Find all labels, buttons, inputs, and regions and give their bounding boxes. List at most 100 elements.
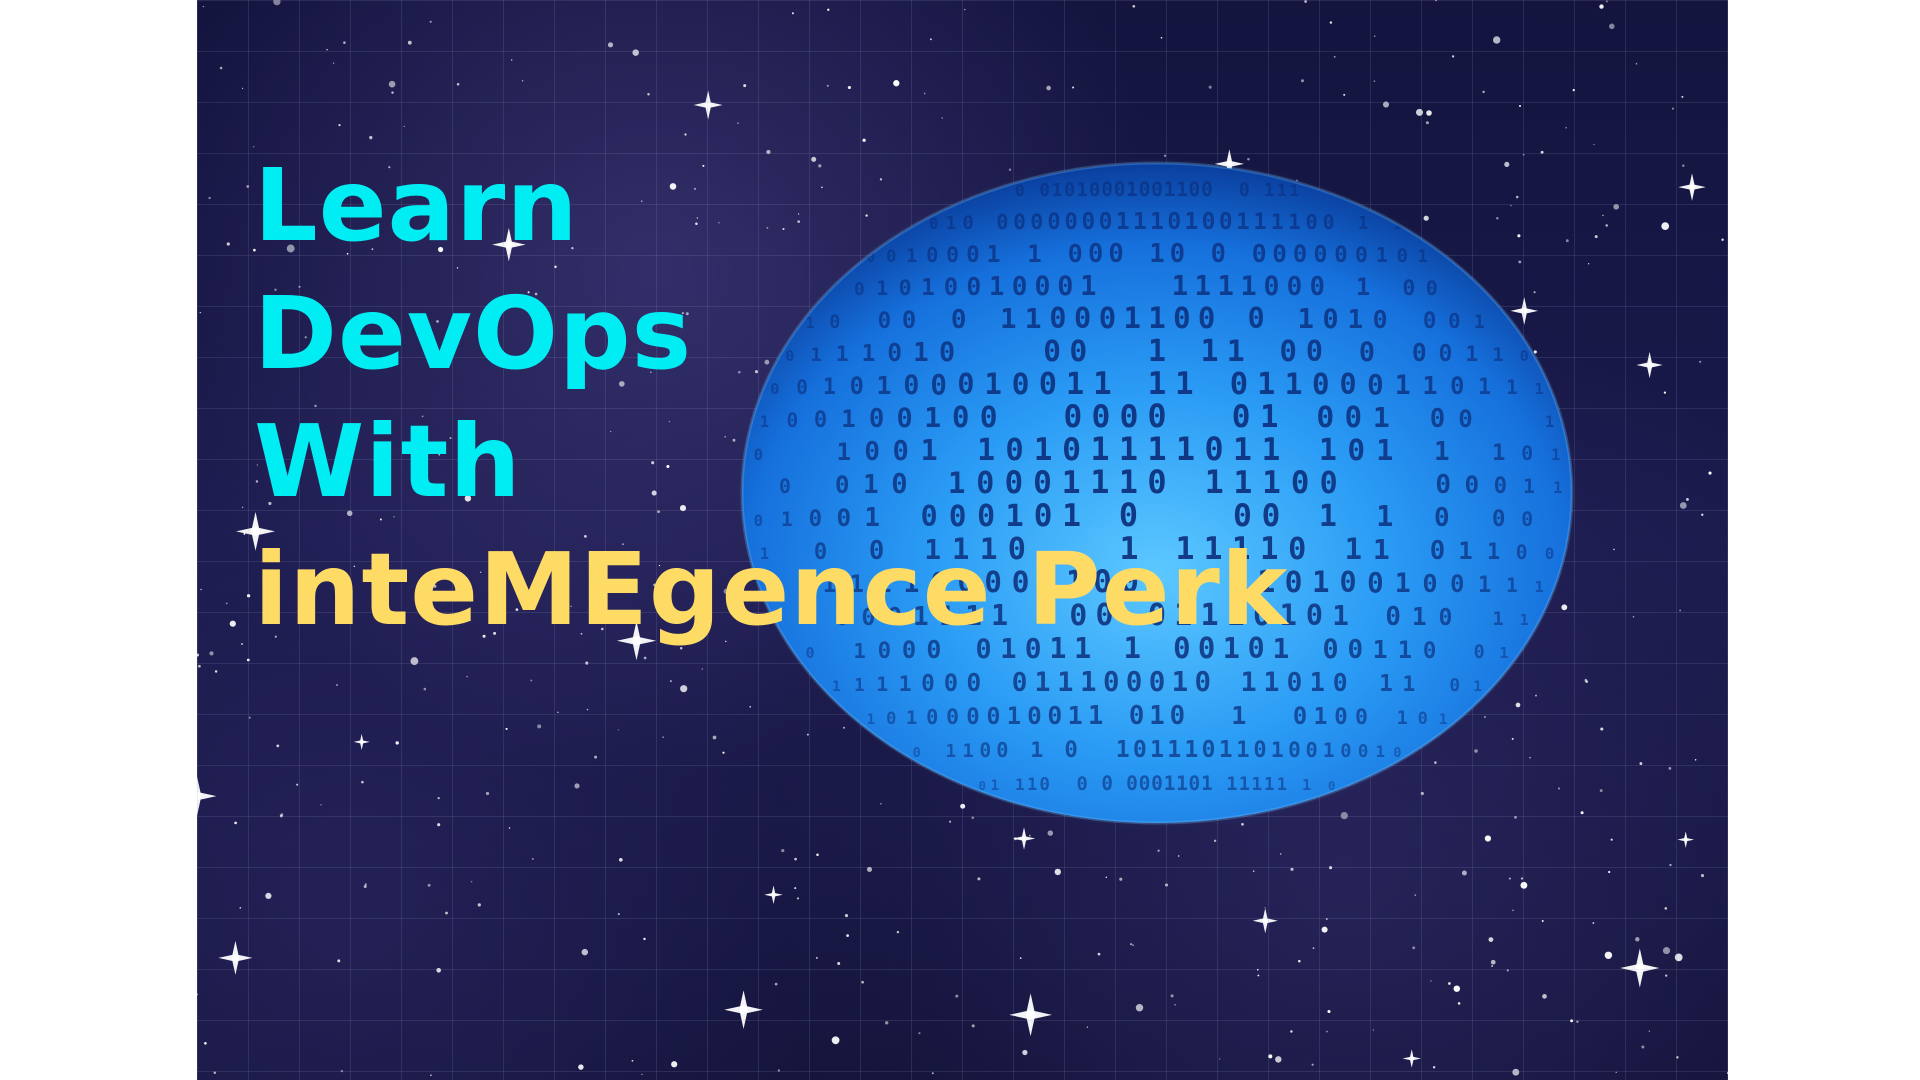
svg-text:0: 0 [1091,399,1110,435]
svg-text:0: 0 [1148,598,1166,633]
svg-text:0: 0 [996,738,1008,762]
svg-text:0: 0 [1288,738,1301,762]
svg-text:1: 1 [1319,499,1337,534]
svg-text:0: 0 [1448,309,1460,333]
svg-text:1: 1 [1233,465,1252,501]
svg-text:0: 0 [957,566,974,599]
svg-text:0: 0 [1314,242,1328,268]
svg-text:1: 1 [1312,565,1330,599]
svg-text:0: 0 [1103,667,1120,698]
svg-text:0: 0 [854,279,865,300]
svg-text:1: 1 [1049,632,1066,665]
svg-text:0: 0 [1005,466,1023,501]
svg-text:1: 1 [1376,500,1393,533]
svg-text:1: 1 [1492,440,1505,466]
svg-text:1: 1 [1120,531,1139,567]
svg-text:1: 1 [1260,532,1278,567]
svg-text:0: 0 [1047,210,1060,235]
svg-text:1: 1 [1057,667,1073,698]
svg-text:1: 1 [1175,366,1194,402]
svg-text:1: 1 [1373,533,1390,566]
svg-text:1: 1 [876,569,891,598]
svg-text:0: 0 [1248,632,1265,665]
svg-text:1: 1 [991,599,1008,632]
svg-text:0: 0 [836,503,851,532]
svg-text:1: 1 [1184,209,1198,235]
svg-text:1: 1 [1332,599,1349,632]
svg-text:1: 1 [823,573,836,598]
svg-text:1: 1 [1373,401,1390,434]
svg-text:1: 1 [1289,181,1299,200]
svg-text:1: 1 [836,437,851,466]
svg-text:1: 1 [1257,367,1275,402]
svg-text:0: 0 [1293,702,1307,730]
svg-text:0: 0 [966,242,979,268]
svg-text:1: 1 [1402,672,1415,697]
svg-text:1: 1 [876,673,888,696]
svg-text:0: 0 [1120,399,1139,435]
svg-text:1: 1 [1422,371,1437,400]
svg-text:1: 1 [854,675,865,696]
svg-text:0: 0 [1520,347,1529,365]
svg-text:0: 0 [1147,463,1166,501]
svg-text:1: 1 [921,275,935,301]
svg-text:0: 0 [966,272,981,301]
svg-text:1: 1 [1204,531,1223,567]
svg-text:0: 0 [952,400,969,434]
svg-text:0: 0 [1449,675,1460,696]
svg-text:0: 0 [1253,598,1271,632]
svg-text:0: 0 [1430,404,1445,434]
svg-text:0: 0 [1252,239,1267,268]
svg-text:1: 1 [1253,210,1266,235]
svg-text:0: 0 [1064,399,1083,435]
svg-text:1: 1 [1219,737,1233,763]
svg-text:1: 1 [1027,239,1042,268]
svg-text:1: 1 [1260,400,1278,435]
svg-text:0: 0 [878,308,891,334]
svg-text:0: 0 [949,499,967,533]
svg-text:0: 0 [1039,775,1050,795]
svg-text:1: 1 [1395,370,1411,401]
svg-text:0: 0 [1287,272,1303,302]
svg-text:1: 1 [921,434,938,467]
svg-text:1: 1 [1271,210,1284,235]
svg-text:0: 0 [979,739,991,762]
svg-text:1: 1 [1319,433,1337,468]
svg-text:0: 0 [1108,239,1123,269]
svg-text:0: 0 [1081,209,1095,235]
svg-text:0: 0 [1012,367,1030,402]
svg-text:0: 0 [1202,209,1216,235]
headline-line-with: With [254,403,522,520]
svg-text:0: 0 [1099,301,1116,335]
svg-text:1: 1 [903,568,919,599]
svg-text:1: 1 [1236,209,1249,235]
svg-text:0: 0 [1293,240,1307,268]
svg-text:1: 1 [1230,565,1248,600]
svg-text:1: 1 [867,712,876,728]
svg-text:0: 0 [835,470,850,499]
svg-text:0: 0 [1139,772,1151,795]
svg-text:0: 0 [939,337,955,368]
svg-text:1: 1 [1506,376,1518,399]
svg-text:0: 0 [1312,367,1330,401]
svg-text:0: 0 [930,369,947,401]
svg-text:0: 0 [1047,701,1062,730]
svg-text:1: 1 [1080,271,1096,302]
svg-text:1: 1 [1015,775,1025,794]
svg-text:1: 1 [1314,704,1328,730]
svg-text:1: 1 [832,678,841,695]
svg-text:1: 1 [1240,271,1256,302]
svg-text:1: 1 [1239,774,1250,795]
svg-text:0: 0 [1101,772,1113,795]
svg-text:0: 0 [1099,209,1113,235]
svg-text:0: 0 [1426,277,1438,300]
svg-text:0: 0 [1322,634,1338,665]
svg-text:0: 0 [770,380,779,398]
svg-text:1: 1 [1076,180,1087,201]
svg-text:0: 0 [1033,465,1052,501]
svg-text:1: 1 [1039,565,1057,600]
svg-text:0: 0 [1439,605,1453,631]
svg-text:0: 0 [754,445,763,464]
svg-text:0: 0 [980,400,998,434]
